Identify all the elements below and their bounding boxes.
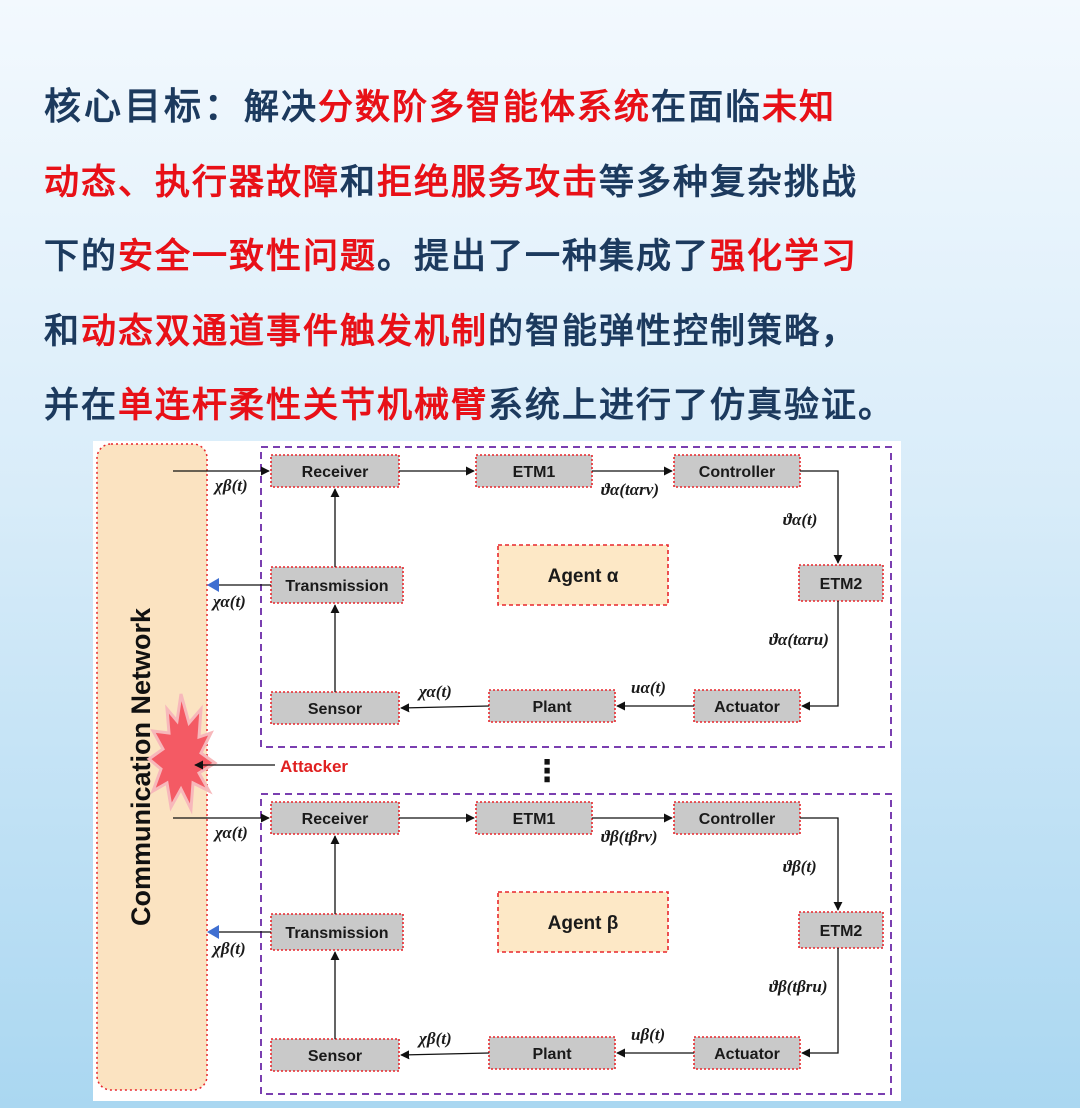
headline-line-2: 动态、执行器故障和拒绝服务攻击等多种复杂挑战 <box>44 146 1054 221</box>
attack-burst-icon <box>146 693 218 815</box>
headline-text: 并在 <box>44 386 119 426</box>
headline-text: 解决 <box>244 88 319 128</box>
arrow-plant-sensor <box>400 703 490 713</box>
transmit-arrow-icon <box>207 925 219 939</box>
headline-text: 和 <box>340 162 378 203</box>
receiver-label: Receiver <box>302 811 369 828</box>
ellipsis: ⋮ <box>532 754 562 789</box>
headline-highlight: 拒绝服务攻击 <box>377 162 600 203</box>
signal-etm2-out: ϑα(tαru) <box>769 630 829 649</box>
controller-label: Controller <box>699 464 775 481</box>
signal-actuator-out: uα(t) <box>631 678 666 697</box>
plant-block <box>488 689 616 723</box>
headline-text: 和 <box>44 311 82 352</box>
headline-line-3: 下的安全一致性问题。提出了一种集成了强化学习 <box>44 220 1054 295</box>
sensor-label: Sensor <box>308 701 362 718</box>
signal-etm1-out: ϑβ(tβrv) <box>601 827 658 846</box>
arrow-etm2-actuator <box>801 601 839 711</box>
etm2-label: ETM2 <box>820 576 863 593</box>
agent-boundary <box>260 793 892 1095</box>
controller-block <box>673 801 801 835</box>
receiver-label: Receiver <box>302 464 369 481</box>
sensor-block <box>270 691 400 725</box>
plant-label: Plant <box>532 699 572 716</box>
sensor-block <box>270 1038 400 1072</box>
transmission-block <box>270 566 404 604</box>
signal-controller-out: ϑα(t) <box>783 510 817 529</box>
headline-highlight: 分数阶多智能体系统 <box>318 88 652 128</box>
headline-text: 等多种复杂挑战 <box>599 162 859 203</box>
agent-label: Agent β <box>548 913 619 934</box>
signal-plant-out: χβ(t) <box>417 1029 452 1048</box>
etm2-block <box>798 564 884 602</box>
attacker-label: Attacker <box>280 757 348 776</box>
controller-block <box>673 454 801 488</box>
arrow-controller-etm2 <box>800 470 843 564</box>
arrow-controller-etm2 <box>800 817 843 911</box>
headline-highlight: 动态、执行器故障 <box>44 162 341 203</box>
transmission-label: Transmission <box>285 578 388 595</box>
signal-etm1-out: ϑα(tαrv) <box>601 480 659 499</box>
headline-line-5: 并在单连杆柔性关节机械臂系统上进行了仿真验证。 <box>44 369 1054 444</box>
controller-label: Controller <box>699 811 775 828</box>
receiver-block <box>270 801 400 835</box>
transmission-block <box>270 913 404 951</box>
arrow-etm2-actuator <box>801 948 839 1058</box>
headline-highlight: 单连杆柔性关节机械臂 <box>118 386 489 426</box>
etm2-block <box>798 911 884 949</box>
etm2-label: ETM2 <box>820 923 863 940</box>
headline-highlight: 动态双通道事件触发机制 <box>81 311 489 352</box>
headline-line-4: 和动态双通道事件触发机制的智能弹性控制策略， <box>44 295 1054 370</box>
agent-label: Agent α <box>548 566 619 587</box>
actuator-label: Actuator <box>714 699 780 716</box>
etm1-block <box>475 801 593 835</box>
actuator-block <box>693 689 801 723</box>
transmit-arrow-icon <box>207 578 219 592</box>
headline-label: 核心目标： <box>44 85 244 128</box>
etm1-label: ETM1 <box>513 464 556 481</box>
etm1-block <box>475 454 593 488</box>
signal-transmission-out: χα(t) <box>211 592 246 611</box>
headline-text: 。提出了一种集成了 <box>377 237 711 277</box>
plant-label: Plant <box>532 1046 572 1063</box>
signal-network-in: χβ(t) <box>213 476 248 495</box>
etm1-label: ETM1 <box>513 811 556 828</box>
transmission-label: Transmission <box>285 925 388 942</box>
signal-controller-out: ϑβ(t) <box>783 857 817 876</box>
signal-etm2-out: ϑβ(tβru) <box>769 977 828 996</box>
headline-line-1-text: 解决分数阶多智能体系统在面临未知 <box>244 88 836 128</box>
headline-text: 的智能弹性控制策略， <box>488 311 859 352</box>
headline-text: 下的 <box>44 237 119 277</box>
headline-highlight: 安全一致性问题 <box>118 237 378 277</box>
agent-boundary <box>260 446 892 748</box>
diagram-svg: Communication Network Attacker ⋮ Receive… <box>96 443 892 1095</box>
agent-label-box <box>497 544 669 606</box>
signal-network-in: χα(t) <box>213 823 248 842</box>
agent-label-box <box>497 891 669 953</box>
signal-plant-out: χα(t) <box>417 682 452 701</box>
headline-text: 在面临 <box>651 88 763 128</box>
arrow-plant-sensor <box>400 1050 490 1060</box>
communication-network-label: Communication Network <box>126 607 156 926</box>
headline-highlight: 强化学习 <box>710 237 859 277</box>
signal-transmission-out: χβ(t) <box>211 939 246 958</box>
signal-actuator-out: uβ(t) <box>631 1025 665 1044</box>
system-diagram: Communication Network Attacker ⋮ Receive… <box>93 441 901 1101</box>
communication-network-box <box>96 443 208 1091</box>
headline-line-1: 核心目标：解决分数阶多智能体系统在面临未知 <box>44 70 1054 146</box>
actuator-label: Actuator <box>714 1046 780 1063</box>
headline-highlight: 未知 <box>762 88 837 128</box>
actuator-block <box>693 1036 801 1070</box>
sensor-label: Sensor <box>308 1048 362 1065</box>
headline-text: 系统上进行了仿真验证。 <box>488 386 896 426</box>
headline: 核心目标：解决分数阶多智能体系统在面临未知 动态、执行器故障和拒绝服务攻击等多种… <box>44 70 1054 444</box>
